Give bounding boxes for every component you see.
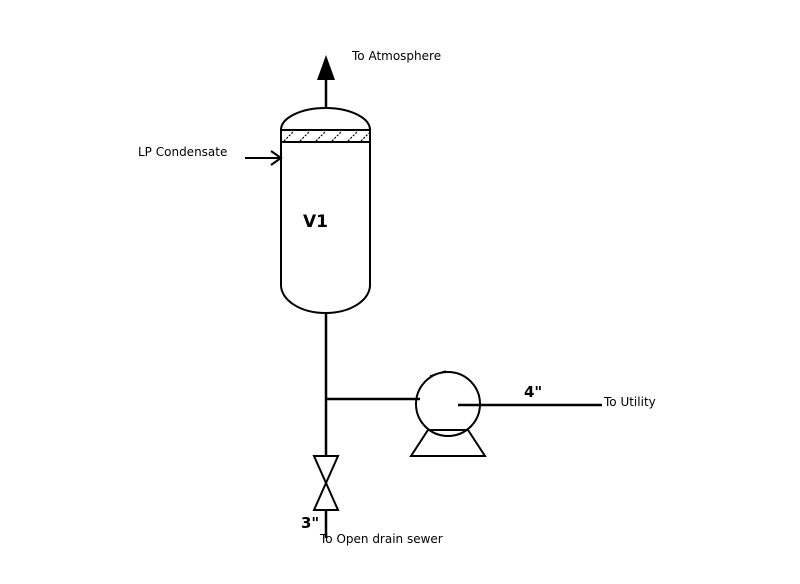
demister-pad [281, 129, 370, 143]
discharge-size-label: 4" [524, 383, 543, 401]
drain-size-label: 3" [301, 514, 320, 532]
lp-condensate-label: LP Condensate [138, 145, 228, 159]
vent-arrow-icon [317, 55, 335, 80]
pump-base [409, 429, 487, 457]
lp-condensate-inlet [245, 150, 283, 166]
to-open-drain-label: To Open drain sewer [320, 532, 443, 546]
to-atmosphere-label: To Atmosphere [352, 49, 442, 63]
vent-line [317, 55, 335, 108]
centrifugal-pump [409, 370, 487, 457]
drain-valve [312, 455, 340, 511]
to-utility-label: To Utility [604, 395, 656, 409]
vessel-tag-label: V1 [303, 212, 328, 232]
vessel-v1 [280, 107, 371, 314]
inlet-arrow-icon [270, 150, 283, 166]
